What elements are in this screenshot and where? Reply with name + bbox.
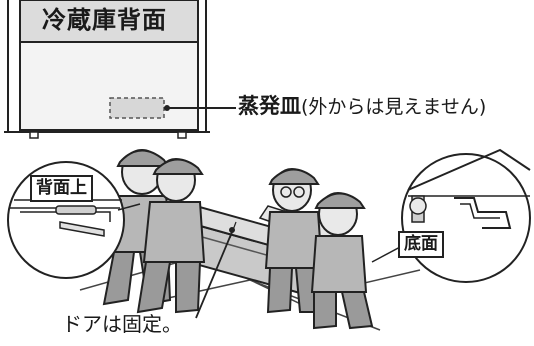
evaporation-pan-note: (外からは見えません) bbox=[301, 96, 487, 118]
fridge-back-top-band bbox=[19, 0, 199, 43]
inset-bottom-detail bbox=[371, 148, 531, 283]
evaporation-pan-name: 蒸発皿 bbox=[238, 94, 301, 118]
inset-bottom-label: 底面 bbox=[398, 231, 444, 258]
worker-left-front bbox=[136, 158, 206, 314]
evaporation-pan-callout: 蒸発皿(外からは見えません) bbox=[238, 96, 486, 117]
door-fixed-note: ドアは固定。 bbox=[62, 312, 182, 336]
fridge-foot bbox=[29, 131, 39, 139]
fridge-back-label: 冷蔵庫背面 bbox=[42, 6, 167, 34]
worker-right-front bbox=[310, 192, 374, 330]
fridge-back-view bbox=[4, 0, 236, 139]
fridge-foot bbox=[177, 131, 187, 139]
fridge-back-body bbox=[19, 37, 199, 131]
evaporation-pan-outline bbox=[109, 97, 165, 119]
inset-top-label: 背面上 bbox=[30, 175, 93, 202]
door-note-leader bbox=[195, 231, 233, 319]
